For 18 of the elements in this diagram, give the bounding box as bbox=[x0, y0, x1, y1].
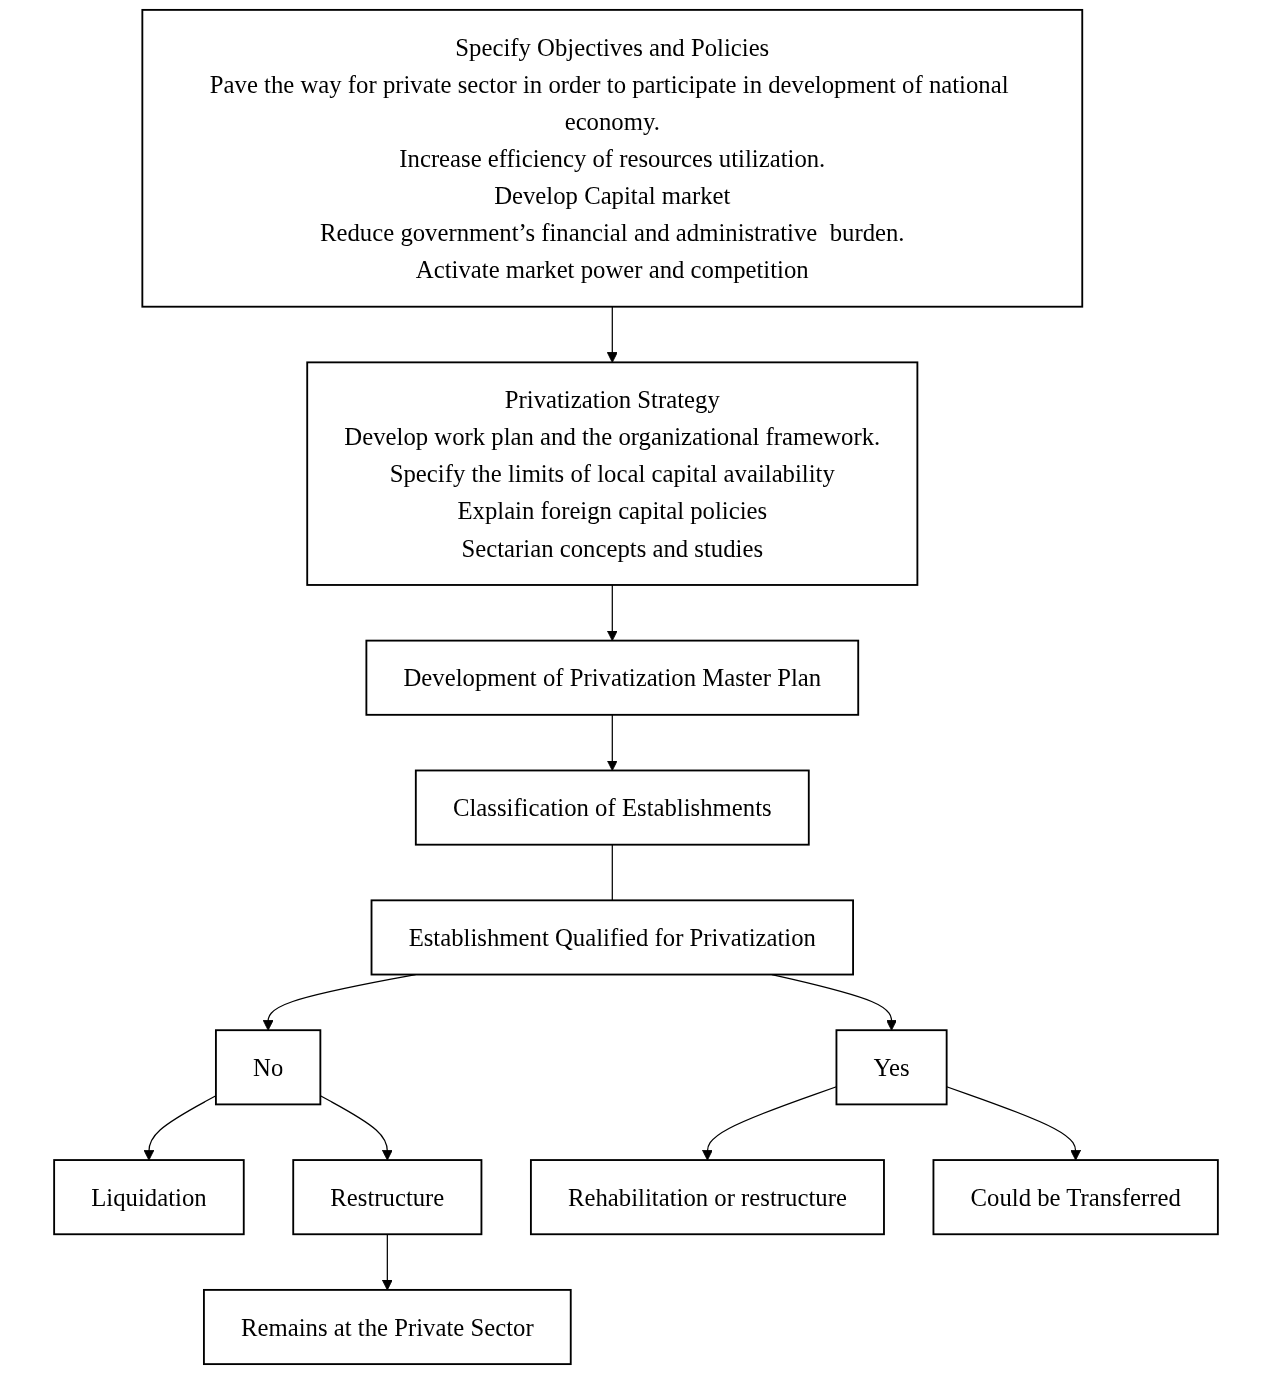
node-box: Specify Objectives and Policies Pave the way for private sector in order to participate in development of national economy. Increase efficiency of resources utilization. Develop Capital market Reduce government’s financial and administrative burden. Activate market power and competition bbox=[141, 8, 1084, 308]
arrow bbox=[606, 306, 618, 363]
arrow bbox=[606, 714, 618, 771]
node-box: Classification of Establishments bbox=[414, 769, 810, 846]
connector bbox=[611, 844, 613, 901]
node-box: Privatization Strategy Develop work plan and the organizational framework. Specify the limits of local capital availability Explain foreign capital policies Sectarian concepts and studies bbox=[306, 361, 919, 586]
node-box: Establishment Qualified for Privatization bbox=[370, 899, 854, 976]
node-box: Development of Privatization Master Plan bbox=[365, 639, 860, 716]
node-box: No bbox=[215, 1029, 322, 1106]
node-box: Liquidation bbox=[53, 1159, 245, 1236]
arrow bbox=[946, 1086, 1082, 1161]
node-box: Rehabilitation or restructure bbox=[530, 1159, 885, 1236]
node-box: Yes bbox=[835, 1029, 948, 1106]
node-box: Could be Transferred bbox=[932, 1159, 1219, 1236]
arrow bbox=[606, 584, 618, 642]
arrow bbox=[381, 1233, 393, 1291]
node-box: Restructure bbox=[292, 1159, 483, 1236]
node-box: Remains at the Private Sector bbox=[203, 1288, 572, 1366]
